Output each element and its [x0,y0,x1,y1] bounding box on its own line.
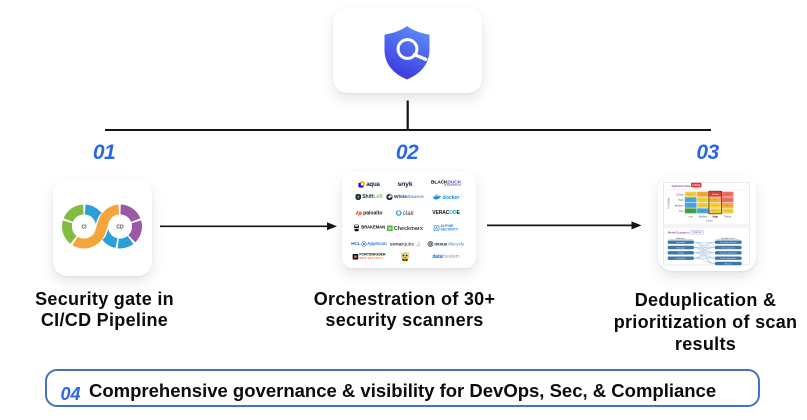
svg-text:Scored Issues: Scored Issues [721,237,736,240]
svg-text:Critical: Critical [692,184,700,187]
svg-text:Critical: Critical [712,193,719,196]
svg-text:Critical: Critical [724,215,732,218]
svg-text:High: High [725,205,730,207]
svg-text:Application Risk: Application Risk [672,185,691,188]
svg-text:Matchers: Matchers [676,237,686,240]
svg-text:Low: Low [679,210,684,213]
svg-text:Info: Info [689,211,693,213]
svg-text:Medium: Medium [687,194,695,196]
svg-text:Low: Low [689,200,693,202]
svg-text:CWE 25: CWE 25 [693,232,702,234]
svg-text:Critical: Critical [724,193,731,196]
svg-text:Low: Low [701,211,705,213]
svg-text:Medium: Medium [712,211,720,213]
svg-text:Medium: Medium [712,205,720,207]
svg-text:Weak Crypto: Weak Crypto [677,246,685,249]
svg-text:High: High [713,200,718,202]
svg-text:Medium: Medium [699,205,707,207]
svg-text:Model Scenarios: Model Scenarios [668,230,690,234]
svg-text:Medium: Medium [699,215,708,218]
svg-text:All scans: All scans [725,262,732,265]
svg-text:Medium: Medium [675,204,684,207]
svg-text:Config Issues v2: Config Issues v2 [676,258,687,260]
svg-text:Critical: Critical [724,199,731,202]
svg-text:XSS Risk: XSS Risk [678,253,684,255]
svg-text:ZAP: ZAP [403,259,406,262]
svg-text:Low: Low [689,205,693,207]
svg-text:Medium: Medium [699,200,707,202]
svg-text:High: High [678,199,684,202]
svg-text:Critical: Critical [676,193,684,196]
svg-text:Low risk coding violations: Low risk coding violations [720,257,736,260]
svg-text:Cross site scripting attacks: Cross site scripting attacks [720,252,737,255]
svg-text:High: High [713,215,719,218]
svg-text:CI: CI [82,225,88,231]
svg-text:Probability: Probability [668,197,671,209]
svg-text:Injection Attack: Injection Attack [676,241,686,244]
svg-text:Low: Low [688,215,693,218]
svg-text:CD: CD [116,225,124,231]
svg-text:High: High [701,194,706,196]
svg-text:Risk of scaling threats: Risk of scaling threats [721,246,735,249]
svg-text:Impact: Impact [706,220,714,223]
svg-text:SQL injection attack found: SQL injection attack found [720,241,736,244]
svg-text:Medium: Medium [724,211,732,213]
